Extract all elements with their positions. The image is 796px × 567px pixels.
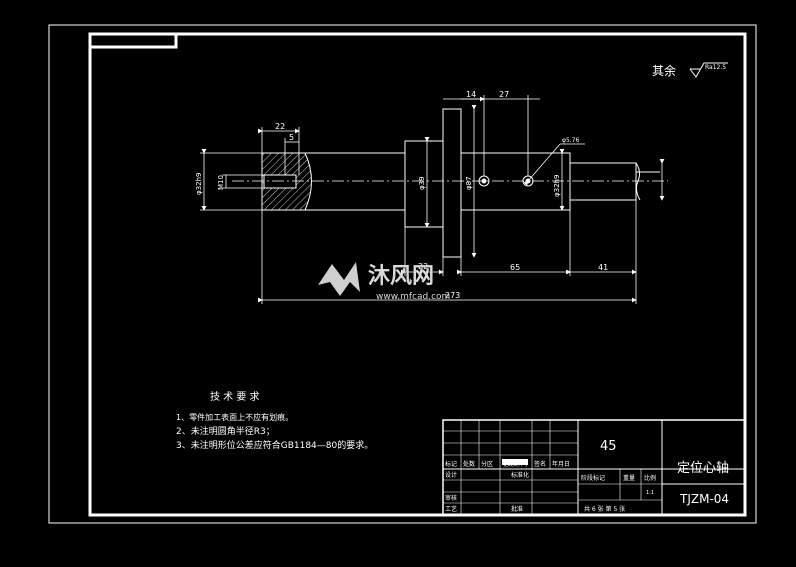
- title-block-text: 标记 处数 分区 更改文件号 签名 年月日 设计 审核 工艺 标准化 批准 45…: [445, 439, 729, 513]
- dim-22-bottom: 22: [418, 262, 428, 271]
- tb-scale-value: 1:1: [646, 490, 654, 496]
- tb-sheets: 共 6 张 第 5 张: [584, 505, 625, 513]
- watermark-url: www.mfcad.com: [376, 292, 450, 302]
- dim-14: 14: [466, 90, 476, 99]
- tb-rev-header-5: 签名: [534, 460, 546, 468]
- sheet-inner-border: [88, 32, 747, 517]
- watermark: 沐风网 www.mfcad.com: [318, 262, 450, 302]
- dim-27: 27: [499, 90, 509, 99]
- shaft-main-view: [232, 108, 668, 258]
- tb-approve-label: 批准: [511, 505, 523, 513]
- dim-41: 41: [598, 263, 608, 272]
- dim-m10: M10: [217, 175, 225, 190]
- surface-finish-note: 其余 Ra12.5: [652, 62, 728, 78]
- watermark-logo-icon: [318, 262, 360, 296]
- tech-req-item-1: 1、零件加工表面上不应有划痕。: [176, 412, 293, 422]
- tb-part-name: 定位心轴: [677, 461, 729, 476]
- tb-stage-header: 阶段标记: [581, 474, 605, 482]
- sheet-outer-border: [48, 24, 757, 524]
- tb-rev-header-4: 更改文件号: [503, 461, 528, 468]
- roughness-value: Ra12.5: [705, 64, 726, 71]
- dim-phi-39: φ39: [418, 176, 426, 190]
- dimension-labels: 22 5 14 27 φ5.76 22 65 41 273 φ32h9 M10 …: [195, 90, 608, 300]
- tb-scale-header: 比例: [644, 474, 656, 482]
- surface-finish-label: 其余: [652, 63, 676, 78]
- dim-273: 273: [445, 291, 460, 300]
- tb-weight-header: 重量: [623, 474, 635, 482]
- tb-rev-header-1: 标记: [445, 460, 457, 468]
- title-block: [442, 419, 746, 516]
- dim-65: 65: [510, 263, 520, 272]
- roughness-icon: [689, 62, 728, 78]
- dim-phi-87: φ87: [465, 176, 473, 190]
- tech-req-item-3: 3、未注明形位公差应符合GB1184—80的要求。: [176, 439, 373, 451]
- tb-role-review: 审核: [445, 494, 457, 502]
- watermark-text: 沐风网: [368, 264, 434, 289]
- tb-rev-header-2: 处数: [463, 460, 475, 468]
- dimension-lines: [200, 95, 665, 304]
- tb-rev-header-6: 年月日: [552, 460, 570, 468]
- tech-req-title: 技 术 要 求: [210, 390, 260, 403]
- dim-phi-left: φ32h9: [195, 173, 203, 195]
- tb-drawing-no: TJZM-04: [679, 492, 729, 506]
- dim-phi-right: φ32h9: [553, 175, 561, 197]
- dim-22-top: 22: [275, 122, 285, 131]
- tb-role-process: 工艺: [445, 505, 457, 513]
- tb-role-design: 设计: [445, 471, 457, 479]
- corner-tab: [88, 32, 178, 49]
- tb-material: 45: [600, 439, 617, 454]
- dim-5: 5: [289, 133, 294, 142]
- tech-req-item-2: 2、未注明圆角半径R3；: [176, 425, 275, 437]
- dim-phi-5-76: φ5.76: [562, 137, 580, 144]
- tech-requirements: 技 术 要 求 1、零件加工表面上不应有划痕。 2、未注明圆角半径R3； 3、未…: [176, 390, 373, 451]
- tb-rev-header-3: 分区: [481, 460, 493, 468]
- tb-std-label: 标准化: [511, 471, 529, 479]
